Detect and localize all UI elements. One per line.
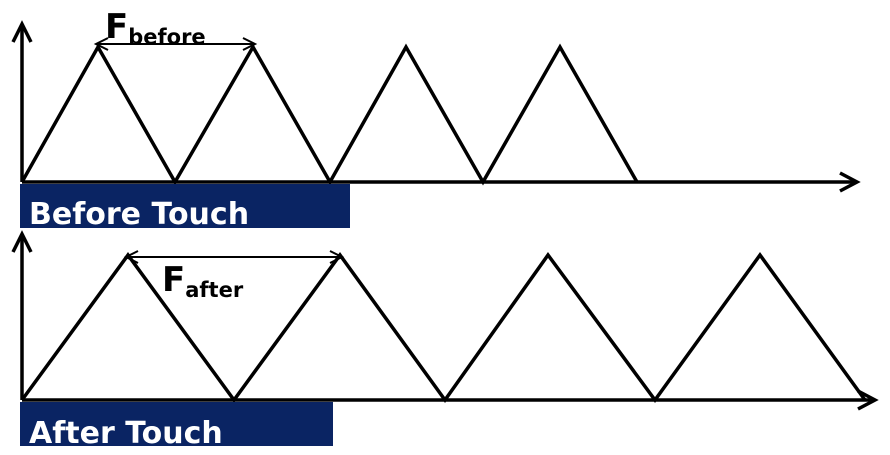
after-touch-label-box [20, 402, 333, 446]
before-touch-panel: Fbefore Before Touch [11, 7, 861, 232]
after-dimension-right-arrowhead [329, 250, 345, 264]
before-touch-label: Before Touch [29, 197, 249, 232]
before-x-axis-arrowhead [839, 171, 861, 193]
before-triangle-wave [20, 43, 639, 186]
before-dimension-right-arrowhead [242, 37, 258, 51]
after-triangle-wave [20, 252, 867, 404]
before-touch-label-box [20, 184, 350, 228]
after-period-dimension [123, 250, 345, 264]
after-touch-panel: Fafter After Touch [11, 230, 879, 451]
before-y-axis-arrowhead [11, 20, 33, 43]
after-x-axis-arrowhead [857, 389, 879, 411]
before-frequency-symbol: Fbefore [105, 7, 206, 49]
after-symbol-subscript: after [185, 278, 244, 302]
before-symbol-main: F [105, 7, 128, 47]
before-symbol-subscript: before [128, 25, 205, 49]
before-period-dimension [93, 37, 258, 51]
after-y-axis-arrowhead [11, 230, 33, 253]
before-dimension-left-arrowhead [93, 37, 109, 51]
after-frequency-symbol: Fafter [162, 260, 244, 302]
after-touch-label: After Touch [29, 416, 223, 451]
after-dimension-left-arrowhead [123, 250, 139, 264]
after-symbol-main: F [162, 260, 185, 300]
